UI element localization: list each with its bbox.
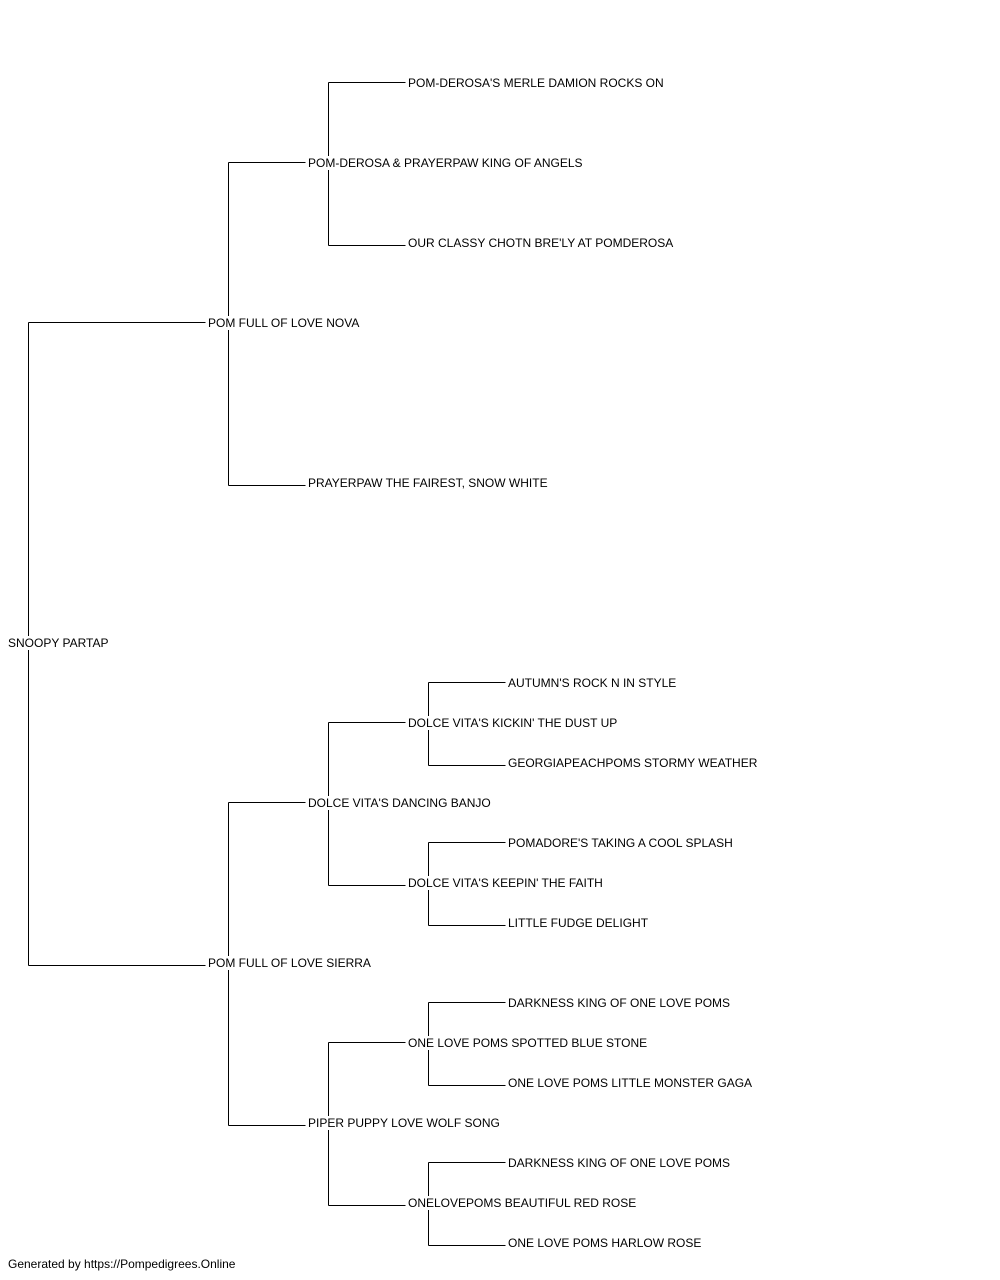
footer-credit: Generated by https://Pompedigrees.Online xyxy=(8,1257,236,1271)
dam-dam-dam-name: ONELOVEPOMS BEAUTIFUL RED ROSE xyxy=(407,1196,638,1210)
dam-sire-name: DOLCE VITA'S DANCING BANJO xyxy=(307,796,492,810)
sire-name: POM FULL OF LOVE NOVA xyxy=(207,316,361,330)
dam-dam-dam-sire-name: DARKNESS KING OF ONE LOVE POMS xyxy=(507,1156,732,1170)
dam-dam-name: PIPER PUPPY LOVE WOLF SONG xyxy=(307,1116,501,1130)
dam-sire-dam-dam-name: LITTLE FUDGE DELIGHT xyxy=(507,916,650,930)
dam-sire-dam-sire-name: POMADORE'S TAKING A COOL SPLASH xyxy=(507,836,734,850)
dam-dam-sire-dam-name: ONE LOVE POMS LITTLE MONSTER GAGA xyxy=(507,1076,754,1090)
sire-dam-name: PRAYERPAW THE FAIREST, SNOW WHITE xyxy=(307,476,549,490)
dam-sire-sire-name: DOLCE VITA'S KICKIN' THE DUST UP xyxy=(407,716,619,730)
dog-name: SNOOPY PARTAP xyxy=(7,636,110,650)
dam-sire-sire-dam-name: GEORGIAPEACHPOMS STORMY WEATHER xyxy=(507,756,759,770)
dam-name: POM FULL OF LOVE SIERRA xyxy=(207,956,372,970)
dam-sire-dam-name: DOLCE VITA'S KEEPIN' THE FAITH xyxy=(407,876,604,890)
dam-dam-dam-dam-name: ONE LOVE POMS HARLOW ROSE xyxy=(507,1236,703,1250)
sire-sire-name: POM-DEROSA & PRAYERPAW KING OF ANGELS xyxy=(307,156,584,170)
sire-sire-dam-name: OUR CLASSY CHOTN BRE'LY AT POMDEROSA xyxy=(407,236,675,250)
dam-dam-sire-name: ONE LOVE POMS SPOTTED BLUE STONE xyxy=(407,1036,649,1050)
dam-dam-sire-sire-name: DARKNESS KING OF ONE LOVE POMS xyxy=(507,996,732,1010)
dam-sire-sire-sire-name: AUTUMN'S ROCK N IN STYLE xyxy=(507,676,678,690)
sire-sire-sire-name: POM-DEROSA'S MERLE DAMION ROCKS ON xyxy=(407,76,665,90)
